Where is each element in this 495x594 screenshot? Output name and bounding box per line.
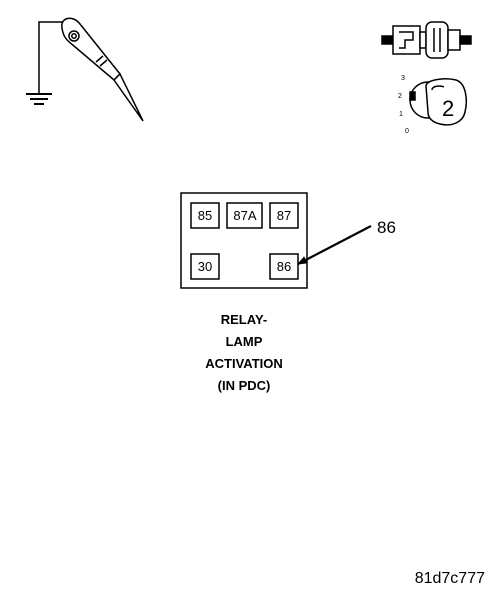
caption-line-4: (IN PDC) [218,378,271,393]
terminal-85: 85 [190,202,220,229]
key-position-3: 3 [401,75,405,82]
connector-icon [381,21,472,59]
terminal-87: 87 [269,202,299,229]
terminal-86-label: 86 [277,259,291,274]
caption-line-3: ACTIVATION [205,356,283,371]
key-position-2: 2 [398,93,402,100]
key-number: 2 [442,96,454,121]
ignition-key-icon: 3 2 1 0 2 [398,75,468,135]
test-probe-ground-icon [26,17,144,122]
caption-line-1: RELAY- [221,312,267,327]
terminal-86: 86 [269,253,299,280]
relay-block: 85 87A 87 30 86 [180,192,308,289]
figure-id: 81d7c777 [415,570,485,587]
terminal-85-label: 85 [198,208,212,223]
terminal-87a: 87A [226,202,263,229]
key-position-0: 0 [405,128,409,135]
terminal-87-label: 87 [277,208,291,223]
terminal-87a-label: 87A [233,208,256,223]
callout-arrow [297,225,372,265]
terminal-30: 30 [190,253,220,280]
relay-caption: RELAY- LAMP ACTIVATION (IN PDC) [205,312,283,393]
caption-line-2: LAMP [226,334,263,349]
key-position-1: 1 [399,111,403,118]
callout-label: 86 [377,218,396,237]
terminal-30-label: 30 [198,259,212,274]
